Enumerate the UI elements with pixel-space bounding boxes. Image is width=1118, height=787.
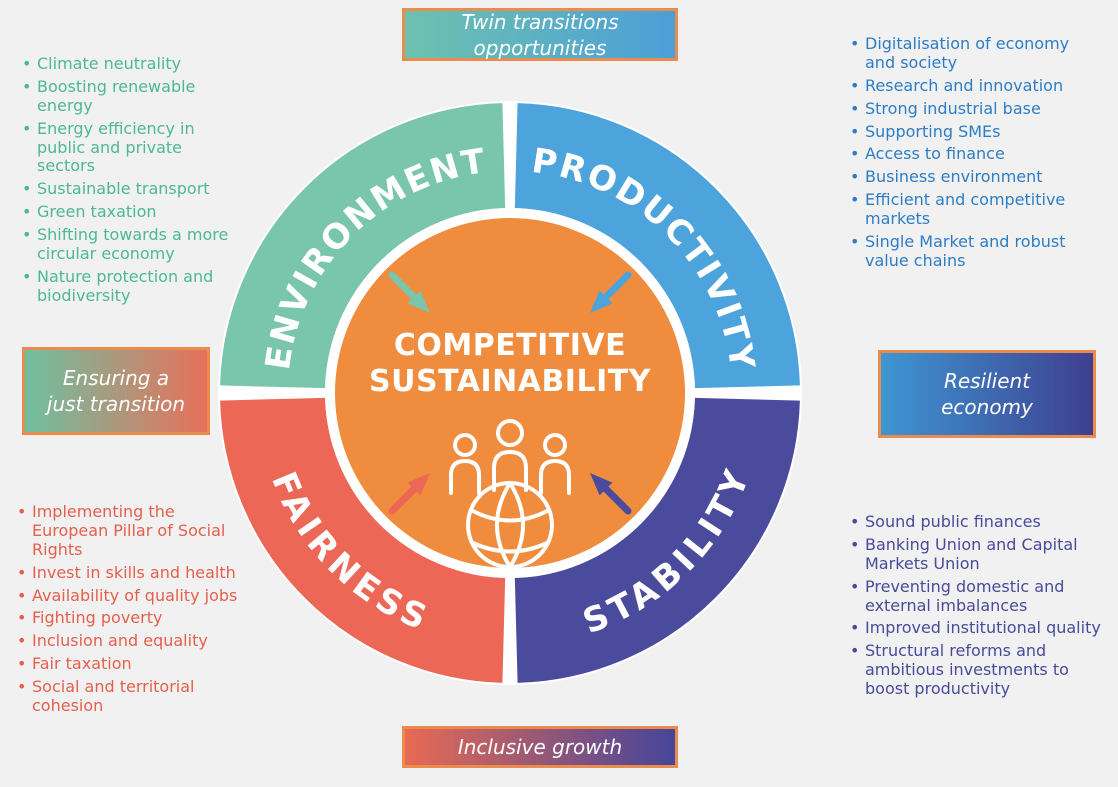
callout-just-transition: Ensuring a just transition: [22, 347, 210, 435]
list-item: Invest in skills and health: [15, 563, 250, 583]
callout-line: Twin transitions: [461, 9, 619, 34]
list-item: Implementing the European Pillar of Soci…: [15, 502, 250, 560]
list-item: Energy efficiency in public and private …: [20, 119, 235, 177]
callout-line: just transition: [46, 392, 186, 416]
environment-list: Climate neutrality Boosting renewable en…: [20, 54, 235, 310]
list-item: Single Market and robust value chains: [848, 232, 1078, 271]
list-item: Fighting poverty: [15, 608, 250, 628]
center-title-line2: SUSTAINABILITY: [369, 364, 652, 399]
list-item: Social and territorial cohesion: [15, 677, 250, 716]
list-item: Green taxation: [20, 202, 235, 222]
people-on-globe-icon: [449, 419, 571, 569]
list-item: Climate neutrality: [20, 54, 235, 74]
list-item: Access to finance: [848, 144, 1078, 164]
list-item: Improved institutional quality: [848, 618, 1113, 638]
callout-line: Inclusive growth: [457, 735, 623, 759]
list-item: Fair taxation: [15, 654, 250, 674]
list-item: Supporting SMEs: [848, 122, 1078, 142]
fairness-arrow: [388, 473, 430, 515]
list-item: Research and innovation: [848, 76, 1078, 96]
sustainability-wheel: ENVIRONMENT PRODUCTIVITY FAIRNESS STABIL…: [218, 101, 802, 685]
list-item: Digitalisation of economy and society: [848, 34, 1078, 73]
stability-list: Sound public finances Banking Union and …: [848, 512, 1113, 703]
callout-line: Ensuring a: [62, 366, 170, 390]
callout-line: economy: [941, 395, 1033, 419]
environment-arrow: [388, 271, 430, 313]
list-item: Boosting renewable energy: [20, 77, 235, 116]
list-item: Sustainable transport: [20, 179, 235, 199]
list-item: Nature protection and biodiversity: [20, 267, 235, 306]
list-item: Business environment: [848, 167, 1078, 187]
list-item: Banking Union and Capital Markets Union: [848, 535, 1113, 574]
productivity-arrow: [590, 271, 632, 313]
list-item: Efficient and competitive markets: [848, 190, 1078, 229]
stability-arrow: [590, 473, 632, 515]
list-item: Strong industrial base: [848, 99, 1078, 119]
list-item: Sound public finances: [848, 512, 1113, 532]
callout-line: Resilient: [943, 369, 1031, 393]
environment-sector: [220, 103, 507, 390]
list-item: Shifting towards a more circular economy: [20, 225, 235, 264]
callout-twin-transitions: Twin transitions opportunities: [402, 8, 678, 61]
callout-inclusive-growth: Inclusive growth: [402, 726, 678, 768]
list-item: Inclusion and equality: [15, 631, 250, 651]
list-item: Preventing domestic and external imbalan…: [848, 577, 1113, 616]
productivity-sector: [513, 103, 800, 390]
fairness-sector: [220, 396, 507, 683]
stability-sector: [513, 396, 800, 683]
callout-resilient-economy: Resilient economy: [878, 350, 1096, 438]
list-item: Availability of quality jobs: [15, 586, 250, 606]
fairness-list: Implementing the European Pillar of Soci…: [15, 502, 250, 720]
list-item: Structural reforms and ambitious investm…: [848, 641, 1113, 699]
callout-line: opportunities: [473, 35, 607, 60]
center-title-line1: COMPETITIVE: [394, 328, 626, 363]
productivity-list: Digitalisation of economy and society Re…: [848, 34, 1078, 275]
